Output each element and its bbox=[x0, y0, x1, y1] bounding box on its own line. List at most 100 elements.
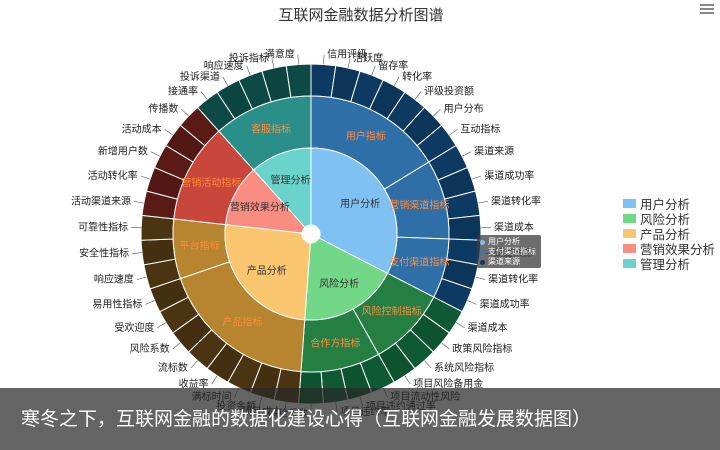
outer-label: 项目风险备用金 bbox=[413, 377, 483, 390]
leader-line bbox=[132, 252, 143, 254]
outer-label: 转化率 bbox=[402, 70, 432, 83]
legend-label: 风险分析 bbox=[640, 212, 691, 227]
outer-label: 接通率 bbox=[168, 85, 198, 98]
outer-label: 用户分布 bbox=[444, 102, 484, 115]
tooltip-dot-icon bbox=[480, 249, 485, 255]
outer-label: 风险系数 bbox=[130, 342, 170, 355]
outer-label: 投诉指标 bbox=[229, 51, 269, 64]
leader-line bbox=[246, 65, 251, 76]
leader-line bbox=[172, 342, 181, 350]
legend-item[interactable]: 管理分析 bbox=[623, 256, 715, 272]
outer-label: 满意度 bbox=[265, 47, 295, 60]
sunburst-outer-leaf[interactable] bbox=[140, 214, 175, 241]
leader-line bbox=[133, 201, 144, 204]
outer-label: 受欢迎度 bbox=[114, 321, 154, 334]
outer-label: 渠道转化率 bbox=[491, 194, 541, 207]
leader-line bbox=[441, 342, 450, 350]
legend-label: 用户分析 bbox=[640, 197, 691, 212]
leader-line bbox=[467, 300, 477, 305]
outer-label: 活跃度 bbox=[353, 51, 383, 64]
outer-label: 渠道成功率 bbox=[484, 169, 534, 182]
legend-swatch-icon bbox=[623, 244, 636, 253]
caption-text: 寒冬之下，互联网金融的数据化建设心得（互联网金融发展数据图） bbox=[21, 408, 592, 430]
inner-ring bbox=[224, 147, 398, 321]
leader-line bbox=[222, 76, 229, 86]
outer-label: 系统风险指标 bbox=[434, 361, 494, 374]
leader-line bbox=[157, 322, 167, 329]
leader-line bbox=[424, 360, 432, 369]
outer-label: 互动指标 bbox=[460, 122, 500, 135]
leader-line bbox=[393, 76, 400, 86]
mid-label: 用户指标 bbox=[346, 129, 386, 142]
tooltip-text: 渠道来源 bbox=[488, 257, 520, 266]
inner-label: 产品分析 bbox=[247, 264, 287, 277]
outer-label: 渠道来源 bbox=[474, 145, 514, 158]
chart-tooltip: 用户分析支付渠道指标渠道来源 bbox=[477, 235, 541, 268]
leader-line bbox=[449, 129, 458, 136]
leader-line bbox=[455, 322, 465, 329]
tooltip-row: 支付渠道指标 bbox=[480, 247, 538, 257]
mid-label: 产品指标 bbox=[223, 316, 263, 329]
outer-label: 收益率 bbox=[179, 377, 209, 390]
leader-line bbox=[150, 151, 160, 157]
tooltip-dot-icon bbox=[480, 239, 485, 245]
outer-label: 渠道成功率 bbox=[480, 297, 530, 310]
leader-line bbox=[211, 375, 218, 385]
mid-label: 平台指标 bbox=[180, 239, 220, 252]
leader-line bbox=[475, 276, 486, 280]
legend-label: 管理分析 bbox=[640, 257, 691, 272]
outer-label: 留存率 bbox=[378, 59, 408, 72]
outer-label: 投诉渠道 bbox=[180, 70, 220, 83]
sunburst-outer-leaf[interactable] bbox=[285, 63, 312, 99]
legend-label: 产品分析 bbox=[640, 227, 691, 242]
leader-line bbox=[404, 375, 411, 385]
leader-line bbox=[164, 129, 173, 136]
outer-label: 信用评级 bbox=[327, 48, 367, 60]
outer-label: 可靠性指标 bbox=[78, 220, 128, 233]
legend-item[interactable]: 营销效果分析 bbox=[623, 241, 715, 257]
leader-line bbox=[323, 54, 325, 65]
leader-line bbox=[414, 91, 422, 100]
outer-label: 新增用户数 bbox=[98, 145, 148, 158]
legend-swatch-icon bbox=[623, 259, 636, 268]
outer-label: 渠道成本 bbox=[468, 321, 508, 334]
tooltip-text: 用户分析 bbox=[488, 237, 520, 246]
tooltip-row: 渠道来源 bbox=[480, 257, 538, 267]
leader-line bbox=[462, 151, 472, 157]
leader-line bbox=[471, 175, 482, 180]
leader-line bbox=[190, 360, 198, 369]
tooltip-row: 用户分析 bbox=[480, 237, 538, 247]
outer-label: 流标数 bbox=[158, 361, 188, 374]
menu-icon[interactable] bbox=[700, 4, 714, 16]
inner-label: 用户分析 bbox=[340, 197, 380, 210]
legend-swatch-icon bbox=[623, 214, 636, 223]
mid-label: 风险控制指标 bbox=[362, 305, 422, 318]
outer-label: 响应速度 bbox=[94, 273, 134, 286]
legend-item[interactable]: 用户分析 bbox=[623, 196, 715, 212]
leader-line bbox=[145, 300, 155, 305]
legend-item[interactable]: 风险分析 bbox=[623, 211, 715, 227]
leader-line bbox=[200, 91, 208, 100]
outer-label: 安全性指标 bbox=[79, 247, 129, 260]
inner-label: 风险分析 bbox=[319, 277, 359, 290]
tooltip-dot-icon bbox=[480, 259, 485, 265]
mid-label: 营销活动指标 bbox=[181, 176, 241, 189]
center-hole bbox=[302, 225, 320, 243]
outer-label: 渠道转化率 bbox=[488, 273, 538, 286]
mid-label: 营销渠道指标 bbox=[389, 199, 449, 212]
inner-label: 管理分析 bbox=[270, 173, 310, 186]
inner-label: 营销效果分析 bbox=[230, 201, 290, 214]
outer-label: 活动转化率 bbox=[88, 169, 138, 182]
outer-label: 易用性指标 bbox=[92, 297, 142, 310]
legend-swatch-icon bbox=[623, 199, 636, 208]
outer-label: 响应速度 bbox=[204, 59, 244, 72]
leader-line bbox=[371, 65, 376, 76]
leader-line bbox=[347, 58, 351, 69]
legend-swatch-icon bbox=[623, 229, 636, 238]
tooltip-text: 支付渠道指标 bbox=[488, 247, 536, 256]
legend-item[interactable]: 产品分析 bbox=[623, 226, 715, 242]
leader-line bbox=[433, 108, 441, 117]
leader-line bbox=[478, 201, 489, 204]
